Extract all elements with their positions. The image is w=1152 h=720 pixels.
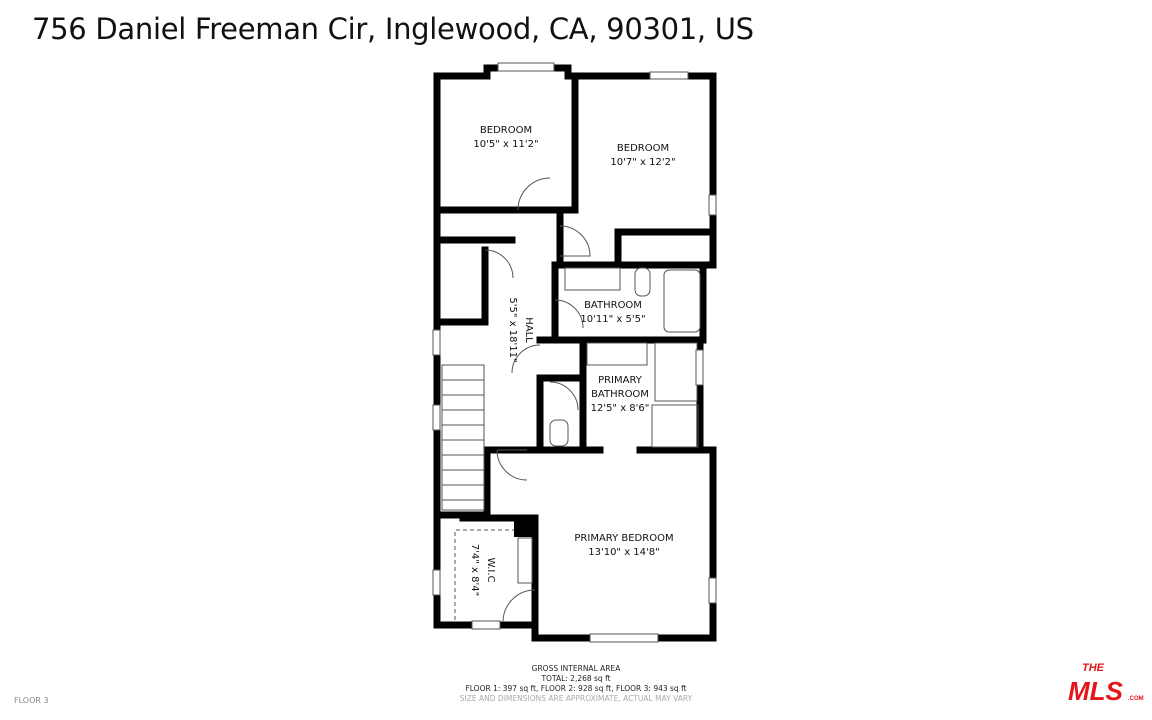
- room-dims: 12'5" x 8'6": [591, 403, 650, 414]
- room-name: W.I.C: [485, 557, 496, 582]
- window: [432, 569, 441, 596]
- door: [511, 344, 541, 374]
- door: [484, 249, 514, 279]
- door: [496, 449, 528, 481]
- property-address: 756 Daniel Freeman Cir, Inglewood, CA, 9…: [32, 12, 754, 46]
- area-floors: FLOOR 1: 397 sq ft, FLOOR 2: 928 sq ft, …: [465, 684, 687, 693]
- floor-label: FLOOR 3: [14, 696, 49, 705]
- wall-pbath-wc: [536, 374, 587, 454]
- bathtub: [663, 269, 701, 333]
- room-name: BATHROOM: [591, 389, 649, 400]
- stairs: [441, 364, 485, 511]
- area-total: TOTAL: 2,268 sq ft: [541, 674, 611, 683]
- wall-bed2-bottom: [556, 206, 717, 269]
- bathtub: [654, 342, 698, 402]
- room-name: PRIMARY: [598, 375, 643, 386]
- window: [695, 349, 704, 386]
- svg-text:.COM: .COM: [1128, 696, 1144, 702]
- area-summary: GROSS INTERNAL AREA TOTAL: 2,268 sq ft F…: [0, 664, 1152, 704]
- window: [589, 633, 659, 643]
- window: [497, 62, 555, 72]
- room-name: BEDROOM: [617, 143, 669, 154]
- shelf: [517, 537, 533, 584]
- themls-logo: THE MLS .COM: [1068, 662, 1144, 706]
- toilet: [549, 419, 569, 447]
- room-dims: 13'10" x 14'8": [588, 547, 660, 558]
- window: [471, 620, 501, 630]
- room-dims: 7'4" x 8'4": [469, 544, 480, 596]
- vanity: [564, 267, 621, 291]
- room-dims: 10'11" x 5'5": [580, 314, 645, 325]
- vanity: [586, 342, 648, 366]
- door: [517, 177, 551, 211]
- toilet: [634, 267, 651, 297]
- room-name: HALL: [523, 317, 534, 343]
- door: [502, 589, 536, 623]
- window: [432, 329, 441, 356]
- window: [649, 71, 689, 80]
- room-name: BATHROOM: [584, 300, 642, 311]
- room-dims: 5'5" x 18'11": [507, 297, 518, 362]
- room-dims: 10'5" x 11'2": [473, 139, 538, 150]
- door: [554, 299, 584, 329]
- wall-bedroom1: [433, 72, 579, 214]
- room-name: PRIMARY BEDROOM: [574, 533, 673, 544]
- disclaimer: SIZE AND DIMENSIONS ARE APPROXIMATE, ACT…: [459, 694, 693, 703]
- svg-text:THE: THE: [1082, 662, 1105, 674]
- shower: [651, 404, 699, 448]
- door: [549, 381, 579, 411]
- room-name: BEDROOM: [480, 125, 532, 136]
- window: [708, 577, 717, 604]
- svg-text:MLS: MLS: [1068, 676, 1124, 706]
- door: [559, 225, 591, 257]
- window: [708, 194, 717, 216]
- room-dims: 10'7" x 12'2": [610, 157, 675, 168]
- window: [432, 404, 441, 431]
- wall-stairs-left: [433, 446, 491, 519]
- wall-left-closet: [433, 246, 489, 326]
- area-heading: GROSS INTERNAL AREA: [531, 664, 621, 673]
